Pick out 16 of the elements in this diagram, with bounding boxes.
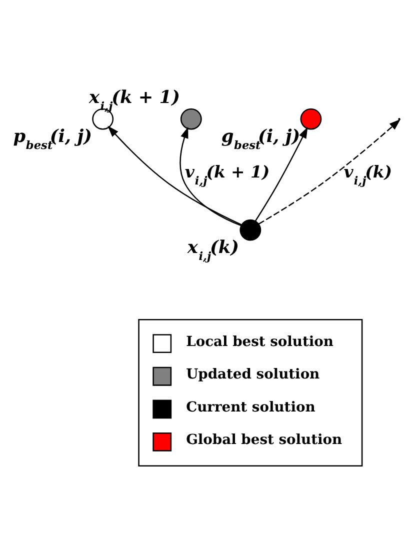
- edge-label: v$_{i,j}$(k): [344, 162, 392, 188]
- legend-label: Current solution: [186, 398, 316, 415]
- node-label: g$_{best}$(i, j): [221, 126, 300, 152]
- legend-label: Local best solution: [186, 333, 334, 350]
- arrow: [180, 126, 242, 226]
- node-label: x$_{i,j}$(k): [187, 236, 239, 263]
- legend-label: Updated solution: [186, 366, 320, 382]
- node-circle: [240, 218, 262, 240]
- arrow: [108, 125, 242, 225]
- arrow: [254, 126, 308, 221]
- node-circle: [180, 108, 202, 130]
- arrow: [258, 118, 401, 224]
- node-label: p$_{best}$(i, j): [13, 126, 92, 152]
- node-circle: [300, 108, 322, 130]
- edge-label: v$_{i,j}$(k + 1): [184, 162, 270, 188]
- legend-label: Global best solution: [186, 432, 342, 448]
